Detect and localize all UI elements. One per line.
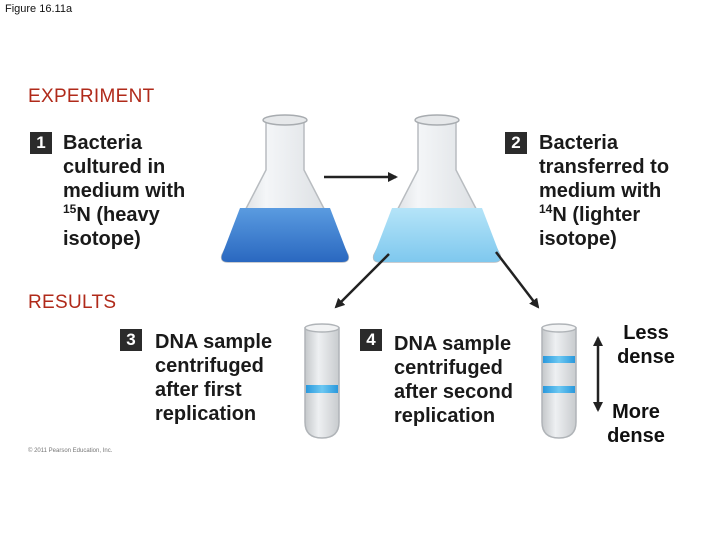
step-1-text: Bacteria cultured in medium with 15N (he… bbox=[63, 131, 185, 251]
isotope-15-mass: 15 bbox=[63, 202, 77, 216]
more-dense-label: More dense bbox=[596, 400, 676, 448]
flask-light-medium bbox=[372, 114, 502, 263]
step-2-line-4: 14N (lighter bbox=[539, 203, 669, 227]
step-3-text: DNA sample centrifuged after first repli… bbox=[155, 330, 272, 426]
less-dense-line-1: Less bbox=[623, 322, 669, 344]
step-1-line-5: isotope) bbox=[63, 228, 141, 250]
step-2-text: Bacteria transferred to medium with 14N … bbox=[539, 131, 669, 251]
step-4-line-1: DNA sample bbox=[394, 333, 512, 355]
arrow-to-first-replication bbox=[334, 253, 390, 309]
step-1-badge: 1 bbox=[30, 132, 52, 154]
step-2-line-2: transferred to bbox=[539, 156, 670, 178]
step-2-isotope-text: N (lighter bbox=[552, 204, 641, 226]
dna-band-light bbox=[543, 356, 575, 363]
less-dense-line-2: dense bbox=[617, 346, 675, 368]
step-1-line-3: medium with bbox=[63, 180, 186, 202]
step-1-line-4: 15N (heavy bbox=[63, 203, 185, 227]
step-3-line-2: centrifuged bbox=[155, 355, 264, 377]
step-4-line-2: centrifuged bbox=[394, 357, 503, 379]
more-dense-line-2: dense bbox=[607, 425, 665, 447]
dna-band-hybrid bbox=[543, 386, 575, 393]
step-1-line-2: cultured in bbox=[63, 156, 166, 178]
isotope-14-mass: 14 bbox=[539, 202, 553, 216]
step-4-badge: 4 bbox=[360, 329, 382, 351]
step-3-line-3: after first bbox=[155, 379, 242, 401]
tube-second-replication bbox=[541, 323, 577, 439]
experiment-heading: EXPERIMENT bbox=[28, 86, 155, 107]
step-3-line-4: replication bbox=[155, 403, 257, 425]
step-2-badge: 2 bbox=[505, 132, 527, 154]
step-1-isotope-text: N (heavy bbox=[76, 204, 160, 226]
less-dense-label: Less dense bbox=[606, 321, 686, 369]
tube-first-replication bbox=[304, 323, 340, 439]
step-4-text: DNA sample centrifuged after second repl… bbox=[394, 332, 513, 428]
step-2-line-1: Bacteria bbox=[539, 132, 618, 154]
step-2-line-3: medium with bbox=[539, 180, 662, 202]
results-heading: RESULTS bbox=[28, 292, 117, 313]
dna-band-hybrid bbox=[306, 385, 338, 393]
more-dense-line-1: More bbox=[612, 401, 660, 423]
step-3-badge: 3 bbox=[120, 329, 142, 351]
arrow-to-second-replication bbox=[495, 251, 540, 309]
step-3-line-1: DNA sample bbox=[155, 331, 273, 353]
step-4-line-4: replication bbox=[394, 405, 496, 427]
step-4-line-3: after second bbox=[394, 381, 513, 403]
copyright-notice: © 2011 Pearson Education, Inc. bbox=[28, 448, 113, 454]
step-2-line-5: isotope) bbox=[539, 228, 617, 250]
figure-label: Figure 16.11a bbox=[5, 3, 73, 15]
flask-heavy-medium bbox=[220, 114, 350, 263]
step-1-line-1: Bacteria bbox=[63, 132, 142, 154]
